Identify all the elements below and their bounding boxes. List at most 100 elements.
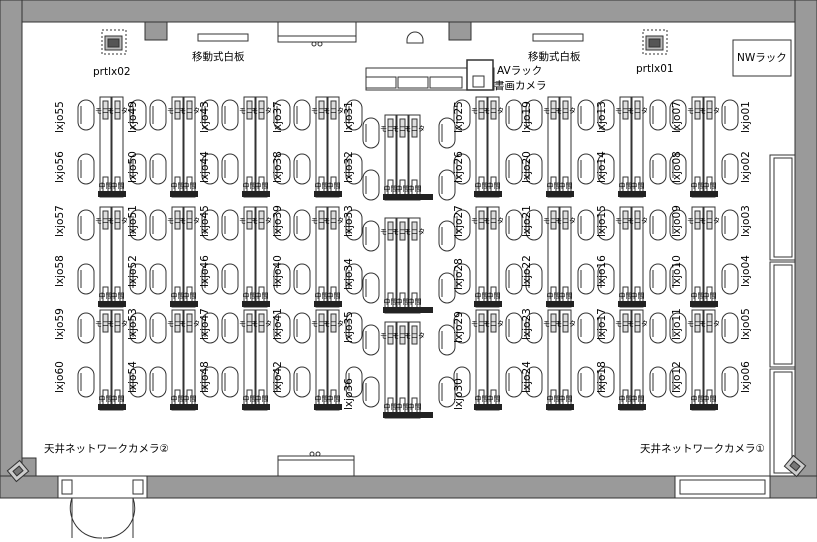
monitor-label: モニタ bbox=[107, 216, 128, 225]
chair-icon bbox=[438, 324, 456, 356]
chair-icon bbox=[201, 312, 219, 344]
chair-icon bbox=[77, 366, 95, 398]
seat-label: lxjo09 bbox=[671, 205, 683, 237]
seat-label: lxjo08 bbox=[671, 151, 683, 183]
chair-icon bbox=[669, 209, 687, 241]
cable-tray bbox=[618, 301, 646, 307]
middle-label: 中間 bbox=[703, 291, 717, 300]
nw-rack bbox=[732, 39, 792, 77]
middle-label: 中間 bbox=[487, 291, 501, 300]
cable-tray bbox=[618, 404, 646, 410]
monitor-label: モニタ bbox=[167, 106, 188, 115]
middle-label: 中間 bbox=[619, 291, 633, 300]
middle-label: 中間 bbox=[111, 394, 125, 403]
seat-label: lxjo43 bbox=[199, 101, 211, 133]
chair-icon bbox=[505, 99, 523, 131]
monitor-label: モニタ bbox=[179, 106, 200, 115]
middle-label: 中間 bbox=[619, 181, 633, 190]
cable-tray bbox=[170, 191, 198, 197]
cable-tray bbox=[546, 191, 574, 197]
seat-label: lxjo38 bbox=[272, 151, 284, 183]
chair-icon bbox=[273, 366, 291, 398]
whiteboard-left-shape bbox=[197, 33, 249, 42]
seat-label: lxjo41 bbox=[272, 308, 284, 340]
middle-label: 中間 bbox=[631, 394, 645, 403]
monitor-label: モニタ bbox=[380, 331, 401, 340]
seat-label: lxjo34 bbox=[343, 258, 355, 290]
chair-icon bbox=[525, 99, 543, 131]
chair-icon bbox=[201, 153, 219, 185]
seat-label: lxjo05 bbox=[740, 308, 752, 340]
middle-label: 中間 bbox=[183, 181, 197, 190]
monitor-label: モニタ bbox=[627, 319, 648, 328]
cable-tray bbox=[546, 301, 574, 307]
cable-tray bbox=[474, 191, 502, 197]
middle-label: 中間 bbox=[703, 394, 717, 403]
chair-icon bbox=[345, 99, 363, 131]
middle-label: 中間 bbox=[384, 184, 398, 193]
printer-left-label: prtlx02 bbox=[93, 66, 131, 78]
monitor-label: モニタ bbox=[323, 319, 344, 328]
middle-label: 中間 bbox=[255, 181, 269, 190]
seat-label: lxjo56 bbox=[54, 151, 66, 183]
chair-icon bbox=[453, 312, 471, 344]
middle-label: 中間 bbox=[111, 181, 125, 190]
right-cabinets bbox=[769, 154, 796, 477]
middle-label: 中間 bbox=[691, 181, 705, 190]
monitor-label: モニタ bbox=[543, 216, 564, 225]
middle-label: 中間 bbox=[255, 291, 269, 300]
chair-icon bbox=[221, 312, 239, 344]
middle-label: 中間 bbox=[547, 181, 561, 190]
cable-tray bbox=[170, 404, 198, 410]
chair-icon bbox=[149, 263, 167, 295]
monitor-label: モニタ bbox=[392, 227, 413, 236]
chair-icon bbox=[201, 263, 219, 295]
seat-label: lxjo40 bbox=[272, 255, 284, 287]
seat-label: lxjo35 bbox=[343, 311, 355, 343]
cable-tray bbox=[383, 194, 433, 200]
monitor-label: モニタ bbox=[323, 216, 344, 225]
middle-label: 中間 bbox=[384, 402, 398, 411]
monitor-label: モニタ bbox=[179, 319, 200, 328]
cable-tray bbox=[314, 191, 342, 197]
chair-icon bbox=[505, 263, 523, 295]
chair-icon bbox=[438, 220, 456, 252]
chair-icon bbox=[721, 366, 739, 398]
middle-label: 中間 bbox=[171, 181, 185, 190]
middle-label: 中間 bbox=[475, 181, 489, 190]
chair-icon bbox=[577, 263, 595, 295]
middle-label: 中間 bbox=[243, 291, 257, 300]
chair-icon bbox=[293, 312, 311, 344]
monitor-label: モニタ bbox=[311, 216, 332, 225]
cable-tray bbox=[170, 301, 198, 307]
printer-right-icon bbox=[642, 29, 668, 55]
chair-icon bbox=[345, 153, 363, 185]
monitor-label: モニタ bbox=[483, 319, 504, 328]
chair-icon bbox=[149, 366, 167, 398]
middle-label: 中間 bbox=[99, 291, 113, 300]
monitor-label: モニタ bbox=[167, 216, 188, 225]
chair-icon bbox=[649, 263, 667, 295]
printer-left-icon bbox=[101, 29, 127, 55]
chair-icon bbox=[345, 263, 363, 295]
chair-icon bbox=[597, 263, 615, 295]
seat-label: lxjo11 bbox=[671, 308, 683, 340]
middle-label: 中間 bbox=[99, 394, 113, 403]
monitor-label: モニタ bbox=[555, 106, 576, 115]
seat-label: lxjo47 bbox=[199, 308, 211, 340]
cable-tray bbox=[98, 404, 126, 410]
seat-label: lxjo45 bbox=[199, 205, 211, 237]
monitor-label: モニタ bbox=[404, 331, 425, 340]
chair-icon bbox=[149, 209, 167, 241]
seat-label: lxjo42 bbox=[272, 361, 284, 393]
seat-label: lxjo13 bbox=[596, 101, 608, 133]
chair-icon bbox=[525, 366, 543, 398]
chair-icon bbox=[597, 153, 615, 185]
monitor-label: モニタ bbox=[471, 216, 492, 225]
chair-icon bbox=[221, 99, 239, 131]
seat-label: lxjo54 bbox=[127, 361, 139, 393]
